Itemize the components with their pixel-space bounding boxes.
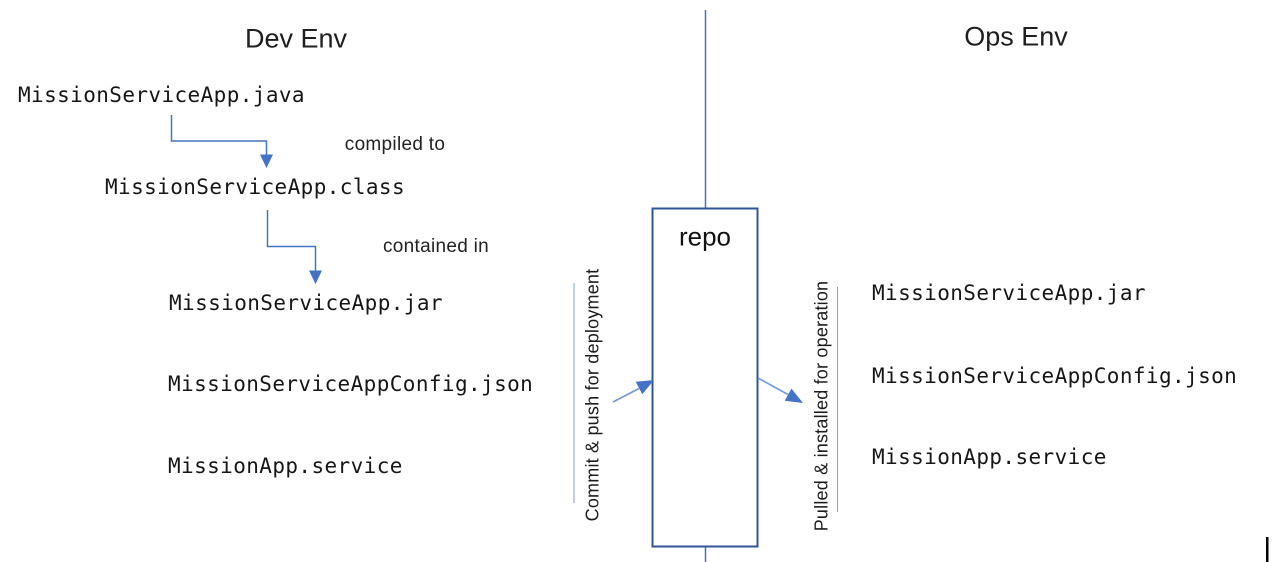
connector-class-to-jar-arrowhead-icon xyxy=(309,270,322,284)
connector-java-to-class xyxy=(170,115,268,155)
dev-env-header: Dev Env xyxy=(244,23,348,54)
ops-file-jar: MissionServiceApp.jar xyxy=(872,281,1146,305)
repo-box xyxy=(651,207,759,548)
commit-arrow-shaft xyxy=(612,387,640,403)
dev-file-class: MissionServiceApp.class xyxy=(105,175,405,199)
text-cursor xyxy=(1266,537,1269,562)
dev-file-service: MissionApp.service xyxy=(168,454,403,478)
repo-label: repo xyxy=(678,221,732,252)
pull-arrowhead-icon xyxy=(784,388,803,403)
dev-file-jar: MissionServiceApp.jar xyxy=(169,291,443,315)
ops-file-config: MissionServiceAppConfig.json xyxy=(872,364,1238,388)
pulled-installed-flow-label: Pulled & installed for operation xyxy=(811,280,832,532)
compiled-to-label: compiled to xyxy=(344,134,446,155)
ops-file-service: MissionApp.service xyxy=(872,445,1107,469)
connector-java-to-class-arrowhead-icon xyxy=(260,154,273,168)
commit-arrowhead-icon xyxy=(635,380,654,395)
pull-arrow-shaft xyxy=(757,377,789,396)
commit-push-flow-label: Commit & push for deployment xyxy=(582,268,603,522)
dev-file-config: MissionServiceAppConfig.json xyxy=(168,372,534,396)
contained-in-label: contained in xyxy=(382,236,490,257)
connector-class-to-jar xyxy=(266,210,317,271)
dev-file-java: MissionServiceApp.java xyxy=(18,83,305,107)
ops-env-header: Ops Env xyxy=(964,21,1068,52)
